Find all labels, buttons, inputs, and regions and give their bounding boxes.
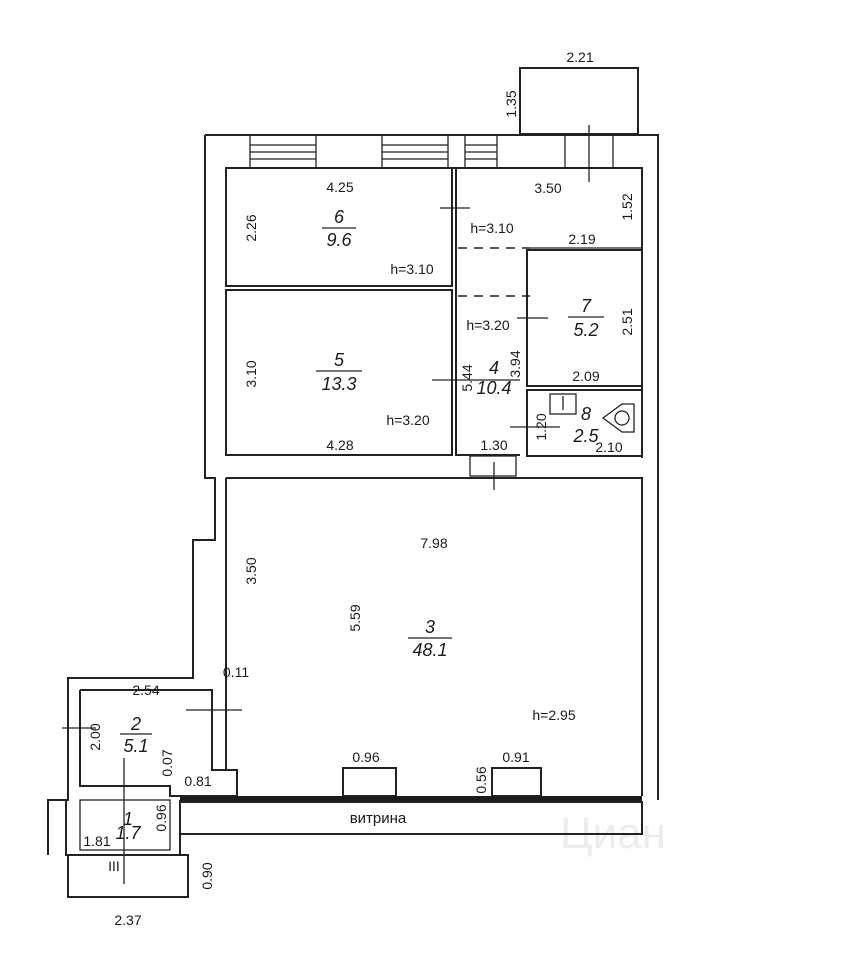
sink-icon [549, 393, 577, 415]
room-7-area: 5.2 [573, 320, 598, 340]
dim-label: 4.28 [326, 437, 353, 453]
room-3-outline [226, 477, 643, 796]
dim-label: 1.35 [503, 90, 519, 117]
dim-label: 0.96 [352, 749, 379, 765]
dim-label: 3.10 [243, 360, 259, 387]
dim-label: 2.26 [243, 214, 259, 241]
dim-label: 2.00 [87, 723, 103, 750]
dim-label: 1.20 [533, 413, 549, 440]
room-7-outline [526, 249, 643, 387]
toilet-icon [601, 403, 635, 433]
dim-label: 2.21 [566, 49, 593, 65]
room-6-number: 6 [334, 207, 345, 227]
room-labels: 6 9.6 5 13.3 4 10.4 7 5.2 8 2.5 3 48.1 2… [115, 207, 604, 843]
room-8-number: 8 [581, 404, 591, 424]
showcase-label: витрина [350, 810, 407, 827]
room-1-area: 1.7 [115, 823, 141, 843]
dim-label: 1.30 [480, 437, 507, 453]
dim-label: 2.51 [619, 308, 635, 335]
room-4-number: 4 [489, 358, 499, 378]
room-3-area: 48.1 [412, 640, 447, 660]
room-5-area: 13.3 [321, 374, 356, 394]
room-8-area: 2.5 [572, 426, 599, 446]
dim-label: 1.81 [83, 833, 110, 849]
dim-label: 0.90 [199, 862, 215, 889]
room-5-number: 5 [334, 350, 345, 370]
showcase-bar [180, 796, 642, 802]
room-2-area: 5.1 [123, 736, 148, 756]
room-7-number: 7 [581, 296, 592, 316]
dim-label: 0.07 [159, 749, 175, 776]
room-6-area: 9.6 [326, 230, 352, 250]
dimension-labels: 2.21 1.35 4.25 2.26 3.50 1.52 2.19 3.10 … [83, 49, 635, 928]
roman-numeral-label: III [108, 858, 120, 874]
height-label: h=3.20 [386, 412, 429, 428]
height-labels: h=3.10 h=3.10 h=3.20 h=3.20 h=2.95 [386, 220, 575, 723]
room-5-outline [225, 289, 453, 456]
dim-label: 0.56 [473, 766, 489, 793]
dim-label: 2.09 [572, 368, 599, 384]
height-label: h=3.10 [390, 261, 433, 277]
room-4-area: 10.4 [476, 378, 511, 398]
room-1-number: 1 [123, 809, 133, 829]
dim-label: 0.91 [502, 749, 529, 765]
height-label: h=3.10 [470, 220, 513, 236]
dim-label: 3.50 [243, 557, 259, 584]
dim-label: 3.50 [534, 180, 561, 196]
room-6-outline [225, 167, 453, 287]
dim-label: 5.59 [347, 604, 363, 631]
dim-label: 2.54 [132, 682, 159, 698]
dim-label: 4.25 [326, 179, 353, 195]
room-2-number: 2 [130, 714, 141, 734]
dim-label: 2.19 [568, 231, 595, 247]
room-2-outline [80, 689, 226, 771]
dim-label: 0.96 [153, 804, 169, 831]
dim-label: 3.94 [507, 350, 523, 377]
dim-label: 5.44 [459, 364, 475, 391]
room-4-outline [455, 168, 520, 456]
dim-label: 2.37 [114, 912, 141, 928]
height-label: h=2.95 [532, 707, 575, 723]
dim-label: 7.98 [420, 535, 447, 551]
dim-label: 0.11 [223, 664, 249, 680]
height-label: h=3.20 [466, 317, 509, 333]
dim-label: 0.81 [184, 773, 211, 789]
column-2 [491, 767, 542, 797]
door-opening [469, 455, 517, 477]
dim-label: 1.52 [619, 193, 635, 220]
room-3-number: 3 [425, 617, 435, 637]
column-1 [342, 767, 397, 797]
room-8-outline [526, 389, 643, 457]
entrance-steps [67, 854, 189, 898]
dim-label: 2.10 [595, 439, 622, 455]
